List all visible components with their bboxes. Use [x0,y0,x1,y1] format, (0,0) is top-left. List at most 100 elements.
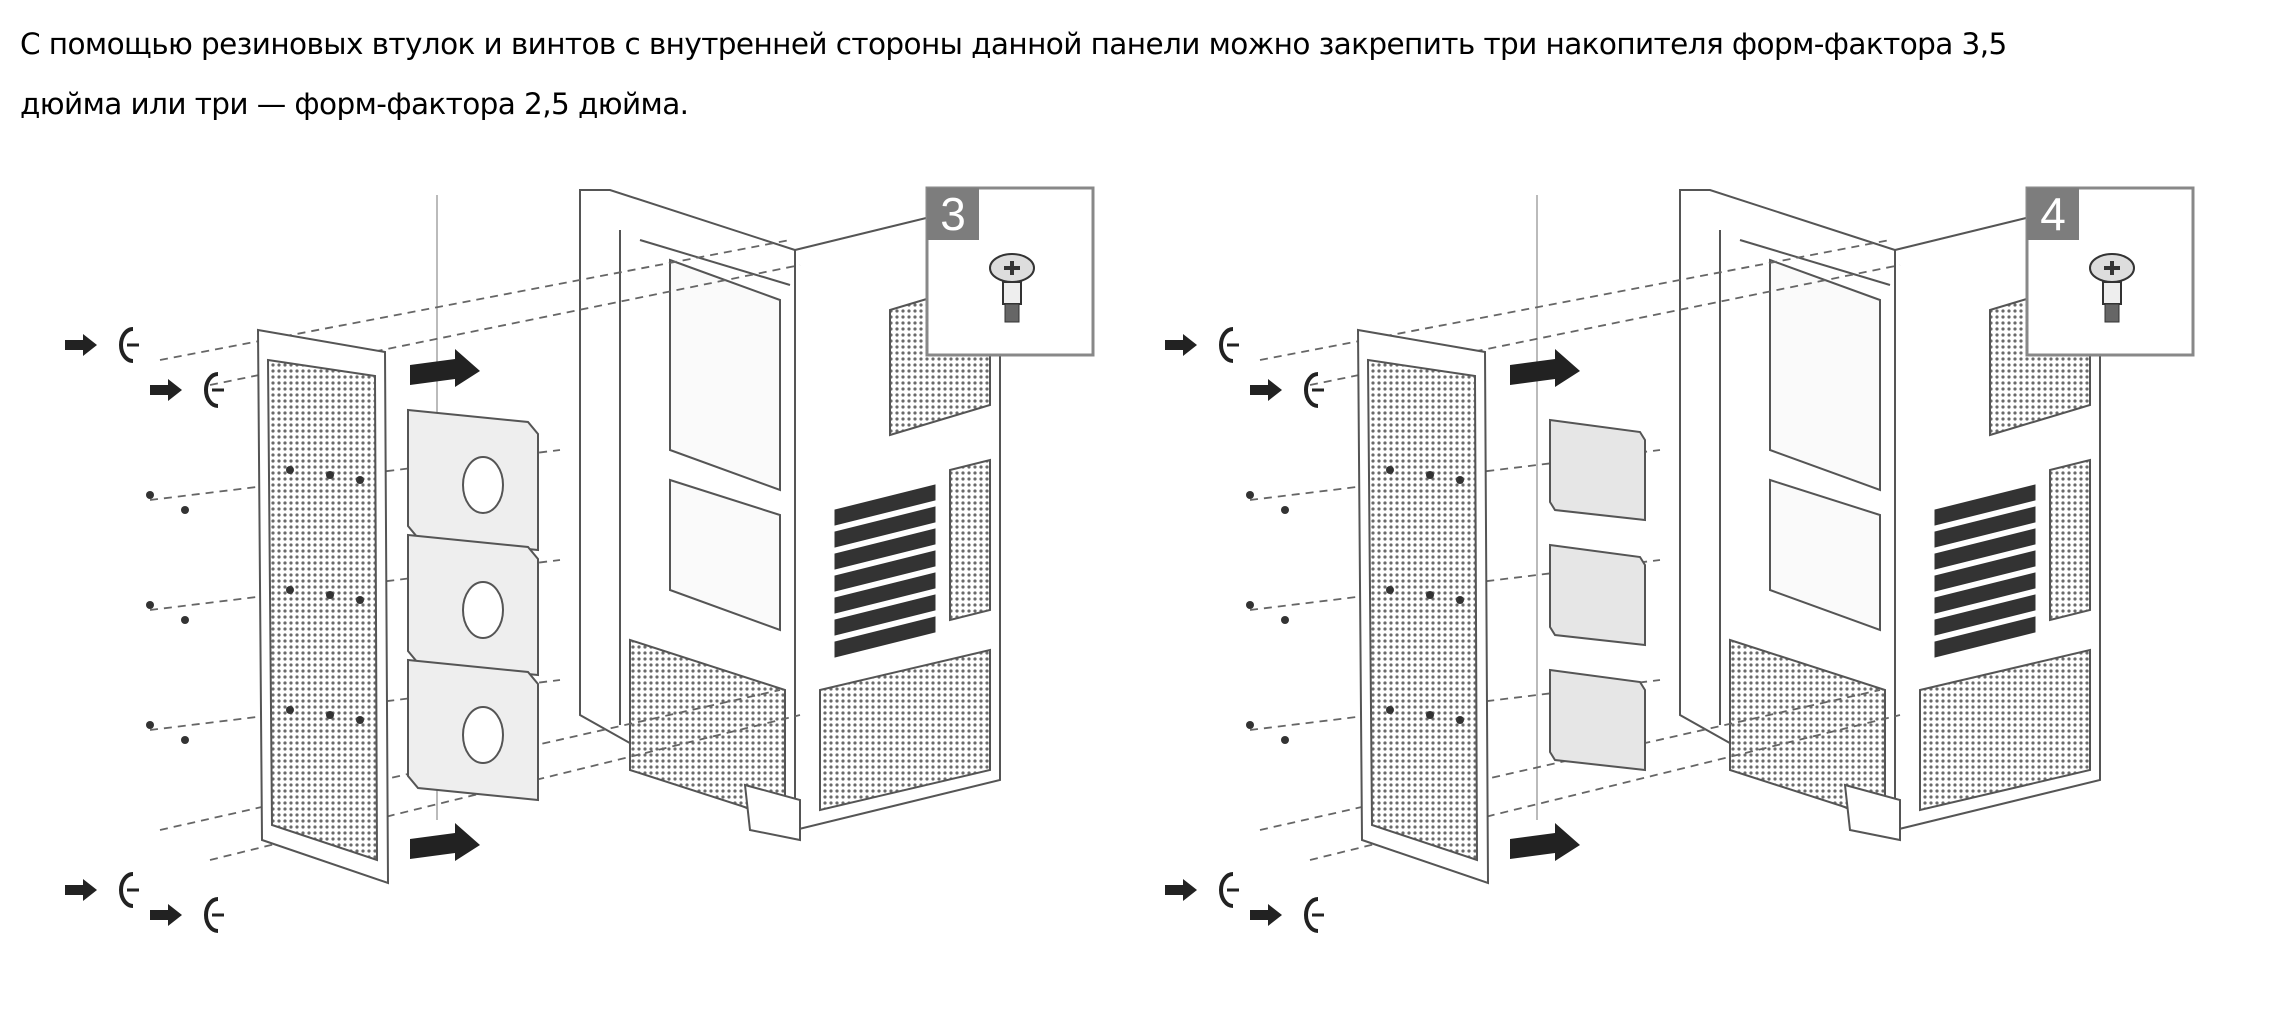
direction-arrow-icon [410,823,480,861]
push-arrow-icon [1250,904,1282,926]
expansion-slot [1934,616,2036,658]
push-arrow-icon [1250,379,1282,401]
screw-icon [356,596,364,604]
drives [407,408,539,802]
push-arrow-icon [65,879,97,901]
screw-icon [286,706,294,714]
screw-icon [181,736,189,744]
expansion-slot [834,572,936,614]
expansion-slot [834,550,936,592]
thumbscrew-icon [1219,872,1234,908]
thumbscrew-icon [119,872,134,908]
push-arrow-icon [1165,334,1197,356]
screw-icon [286,466,294,474]
screw-icon [1456,716,1464,724]
thumbscrew-icon [1219,327,1234,363]
case-edge [1739,239,1891,286]
screw-shank [2102,281,2122,305]
ssd-drive [1549,418,1646,522]
direction-arrow-icon [1510,349,1580,387]
screw-shank [1002,281,1022,305]
case-bay [669,258,781,492]
expansion-slot [1934,550,2036,592]
hdd-tray-cutout [462,456,504,514]
push-arrow-icon [150,379,182,401]
screw-icon [1456,596,1464,604]
screw-icon [1281,736,1289,744]
expansion-slot [1934,506,2036,548]
screw-icon [1281,506,1289,514]
screw-icon [1246,721,1254,729]
screw-thread [1004,303,1020,323]
callout-step-number: 4 [2040,188,2066,240]
screw-icon [326,591,334,599]
front-panel [1356,328,1490,885]
figure-step-4-ssd: 4 [1165,186,2195,933]
front-panel [256,328,390,885]
case-bay [669,478,781,632]
ssd-drive [1549,543,1646,647]
screw-icon [181,506,189,514]
screw-icon [326,471,334,479]
thumbscrew-icon [204,372,219,408]
screw-icon [326,711,334,719]
direction-arrow-icon [1510,823,1580,861]
push-arrow-icon [65,334,97,356]
expansion-slot [1934,594,2036,636]
drives [1549,418,1646,772]
screw-icon [1386,466,1394,474]
psu-mesh [819,648,991,812]
case-bay [1769,258,1881,492]
screw-icon [356,476,364,484]
screw-icon [146,491,154,499]
expansion-slot [834,616,936,658]
thumbscrew-icon [1304,897,1319,933]
screw-icon [1426,471,1434,479]
screw-icon [1426,591,1434,599]
dashed-guide [159,239,791,361]
screw-icon [1246,601,1254,609]
screw-callout: 3 [925,186,1095,357]
phillips-cross-icon [1004,261,1020,275]
screw-icon [146,721,154,729]
expansion-slot [1934,484,2036,526]
case-edge [639,239,791,286]
screw-icon [1426,711,1434,719]
pc-case [579,189,1001,842]
ssd-drive [1549,668,1646,772]
phillips-cross-icon [2104,261,2120,275]
panel-mesh [1366,358,1479,862]
screw-icon [1281,616,1289,624]
case-foot [1843,783,1901,842]
expansion-slot [1934,528,2036,570]
case-bay [1769,478,1881,632]
screw-icon [181,616,189,624]
thumbscrew-icon [1304,372,1319,408]
expansion-slot [834,528,936,570]
installation-illustration: 3 4 [65,186,2195,933]
side-mesh-right [2049,458,2091,622]
paragraph-line-1: С помощью резиновых втулок и винтов с вн… [20,27,2007,61]
hdd-tray-cutout [462,581,504,639]
panel-mesh [266,358,379,862]
screw-icon [1386,586,1394,594]
push-arrow-icon [150,904,182,926]
screw-icon [1456,476,1464,484]
callout-number-bg [2027,188,2079,240]
screw-icon [286,586,294,594]
pc-case [1679,189,2101,842]
expansion-slot [834,484,936,526]
screw-icon [1246,491,1254,499]
paragraph-line-2: дюйма или три — форм-фактора 2,5 дюйма. [20,87,689,121]
expansion-slot [834,594,936,636]
case-foot [743,783,801,842]
expansion-slot [834,506,936,548]
dashed-guide [1259,239,1891,361]
hdd-tray-cutout [462,706,504,764]
screw-icon [356,716,364,724]
screw-callout: 4 [2025,186,2195,357]
thumbscrew-icon [204,897,219,933]
callout-step-number: 3 [940,188,966,240]
psu-mesh [1919,648,2091,812]
side-mesh-right [949,458,991,622]
